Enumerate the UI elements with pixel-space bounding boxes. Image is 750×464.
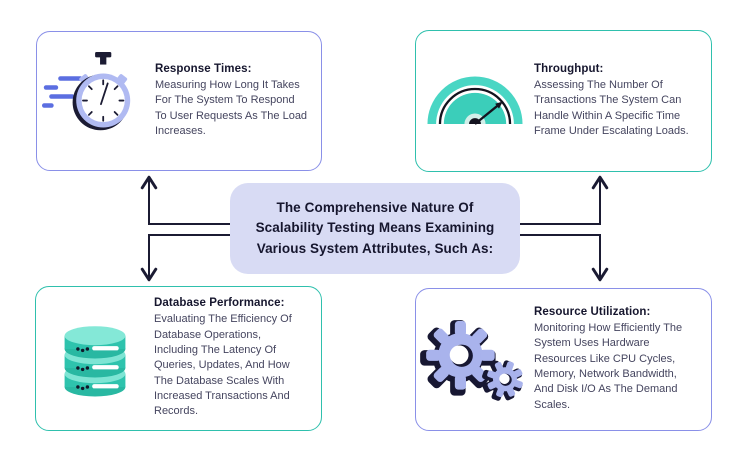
card-title: Throughput: (534, 62, 604, 75)
card-body: Monitoring How Efficiently The System Us… (534, 321, 683, 411)
card-title: Database Performance: (154, 297, 285, 310)
card-title: Resource Utilization: (534, 305, 651, 318)
card-body: Measuring How Long It Takes For The Syst… (155, 78, 308, 137)
card-icon-area (36, 311, 154, 406)
card-text-area: Resource Utilization: Monitoring How Eff… (534, 306, 711, 413)
connector-to-database-performance (140, 234, 230, 282)
card-text-area: Throughput: Assessing The Number Of Tran… (534, 63, 711, 140)
center-statement: The Comprehensive Nature Of Scalability … (230, 183, 520, 274)
card-text-area: Database Performance: Evaluating The Eff… (154, 297, 321, 420)
connector-to-response-times (140, 175, 230, 225)
card-icon-area (416, 71, 534, 131)
connector-to-resource-utilization (520, 234, 609, 282)
card-body: Evaluating The Efficiency Of Database Op… (154, 313, 292, 418)
gauge-icon (427, 76, 523, 125)
center-statement-text: The Comprehensive Nature Of Scalability … (255, 200, 495, 256)
database-icon (64, 326, 126, 397)
card-icon-area (416, 315, 534, 405)
connector-to-throughput (520, 175, 609, 225)
card-title: Response Times: (155, 62, 252, 75)
card-throughput: Throughput: Assessing The Number Of Tran… (415, 30, 712, 172)
card-icon-area (37, 49, 155, 153)
card-response-times: Response Times: Measuring How Long It Ta… (36, 31, 322, 171)
stopwatch-icon (42, 51, 131, 131)
card-resource-utilization: Resource Utilization: Monitoring How Eff… (415, 288, 712, 431)
card-database-performance: Database Performance: Evaluating The Eff… (35, 286, 322, 431)
gears-icon (420, 319, 523, 401)
card-text-area: Response Times: Measuring How Long It Ta… (155, 63, 321, 140)
card-body: Assessing The Number Of Transactions The… (534, 78, 689, 137)
